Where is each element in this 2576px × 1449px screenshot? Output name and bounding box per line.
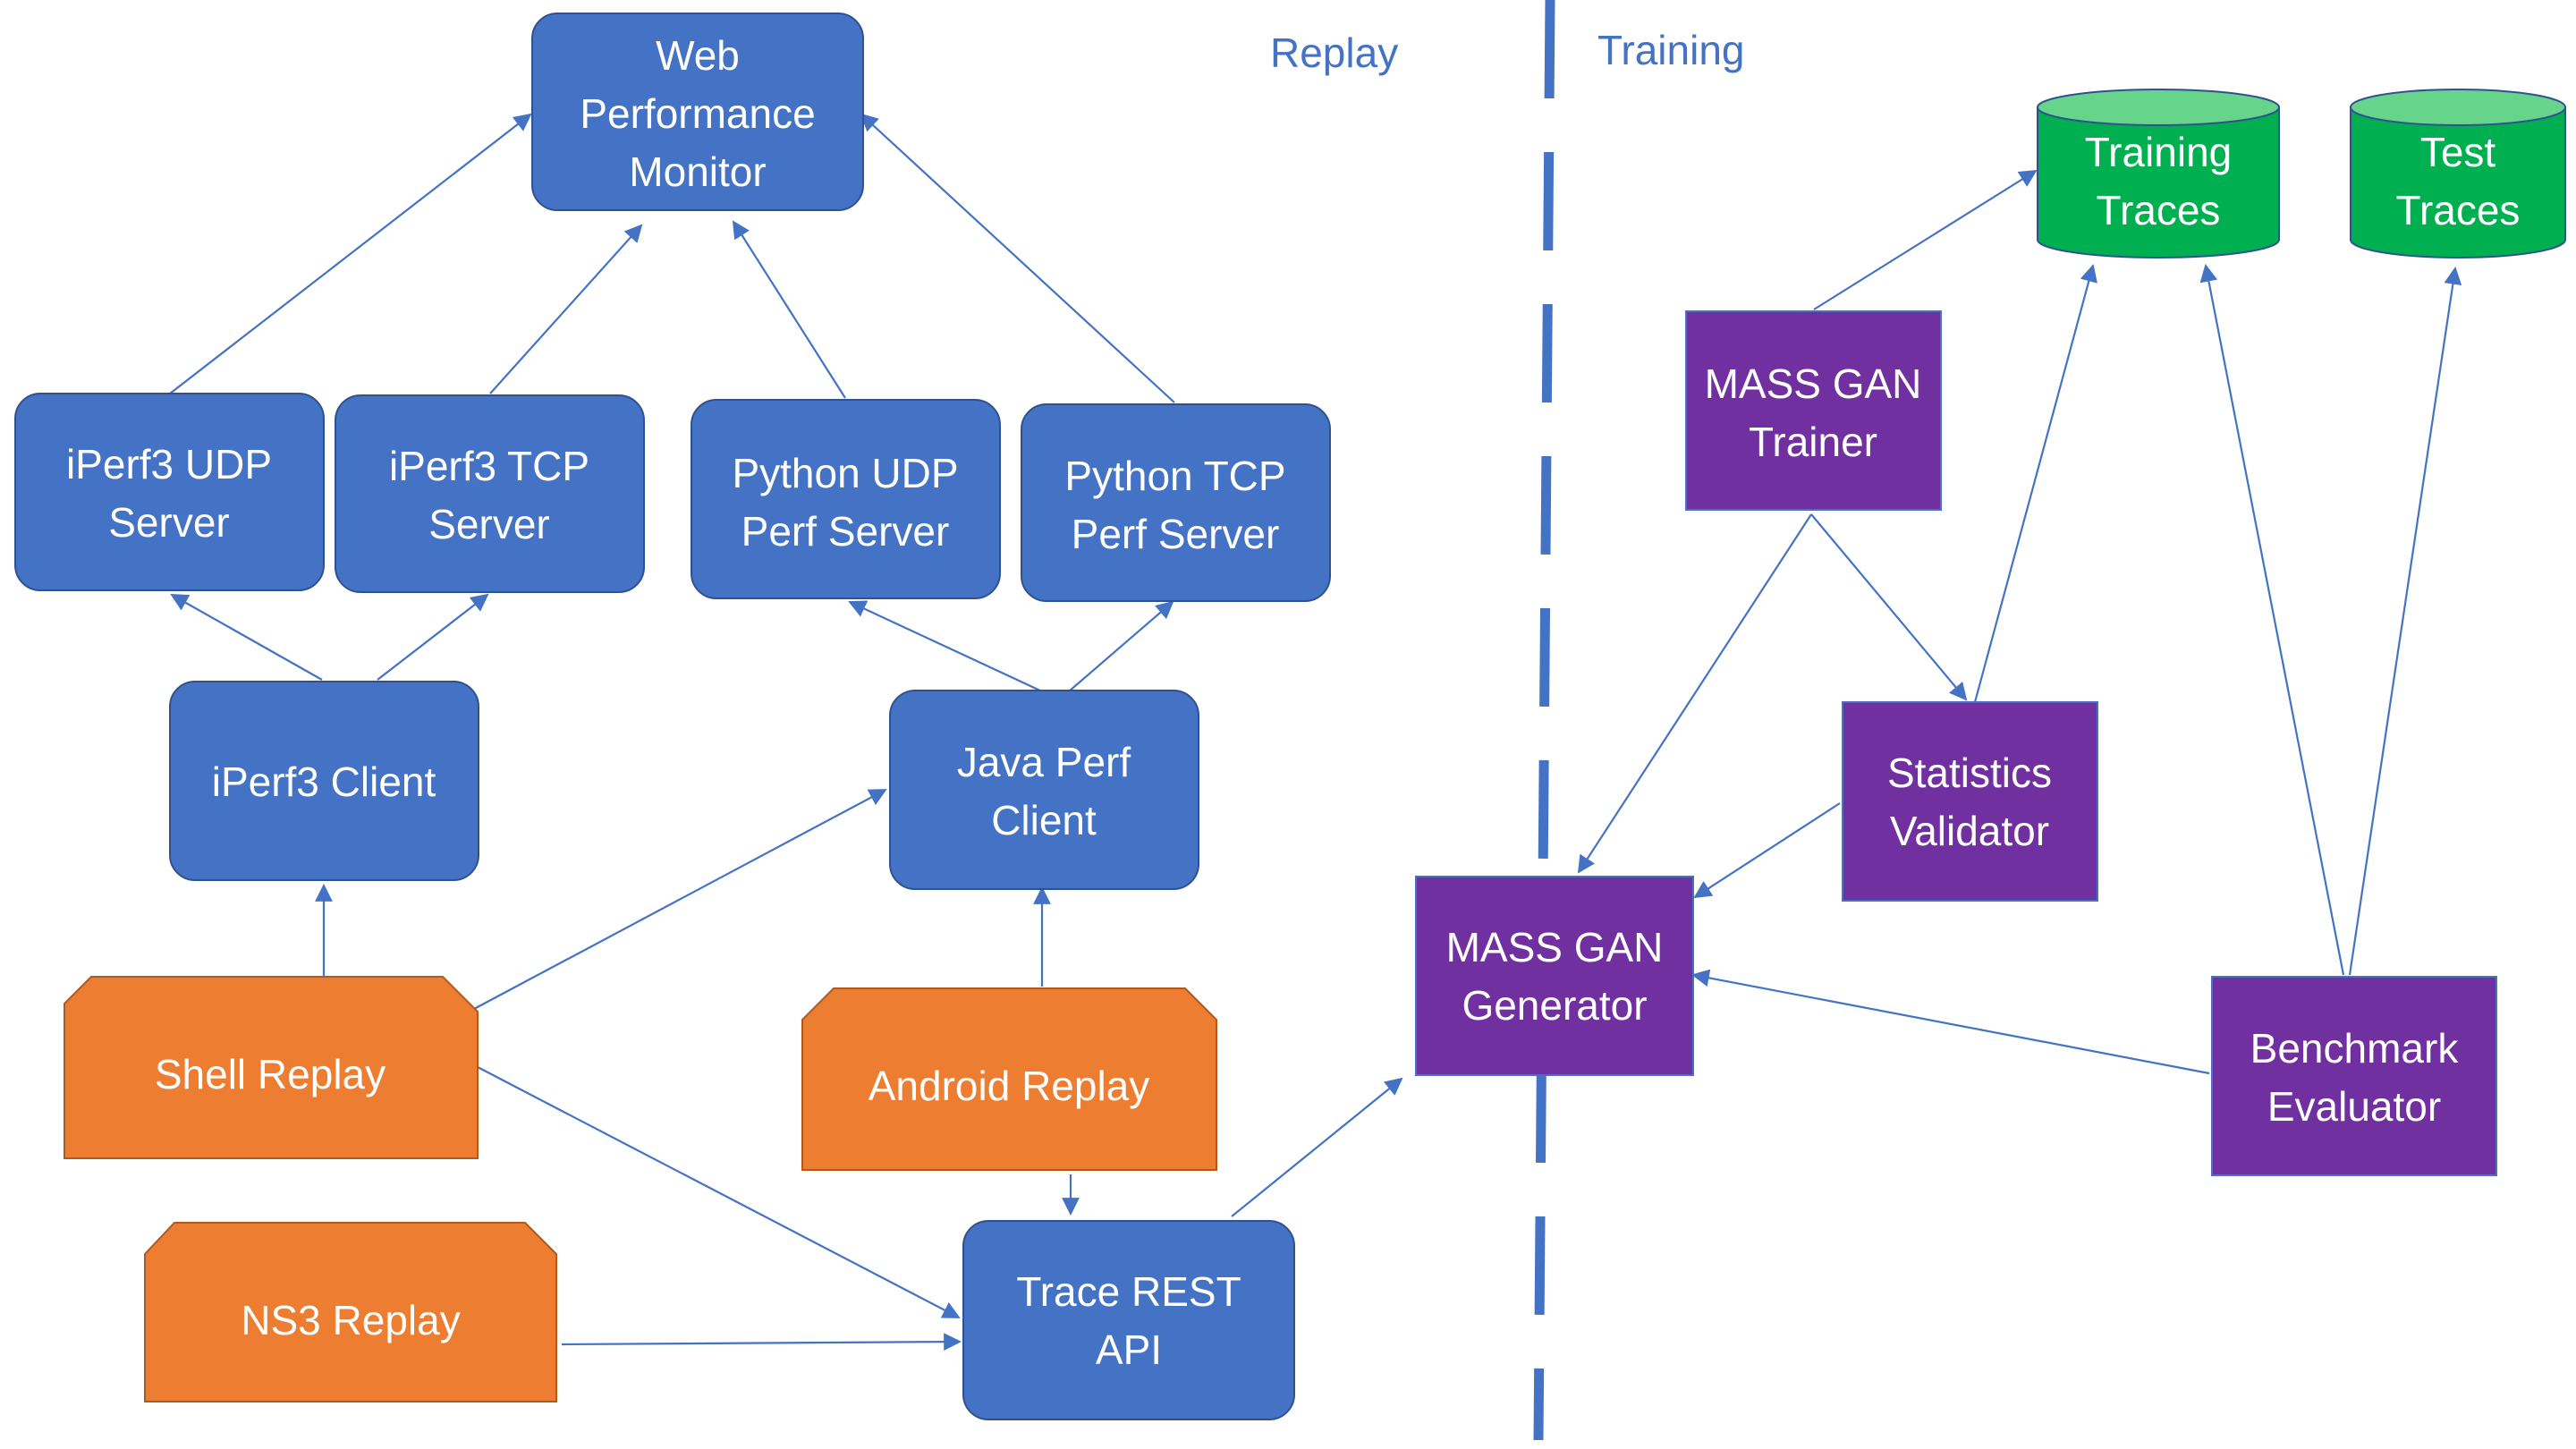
node-java-perf-client: Java Perf Client xyxy=(889,690,1199,890)
node-training-traces: Training Traces xyxy=(2037,89,2280,258)
edge-benchmark-to-training-traces xyxy=(2199,264,2345,976)
node-python-udp-server-line-2: Perf Server xyxy=(741,508,950,555)
node-test-traces-line-2: Traces xyxy=(2396,187,2521,233)
node-python-udp-server-line-1: Python UDP xyxy=(732,450,958,496)
section-replay-label: Replay xyxy=(1270,30,1398,76)
node-shell-replay: Shell Replay xyxy=(64,976,479,1159)
node-mass-gan-trainer-line-1: MASS GAN xyxy=(1705,360,1922,407)
section-divider xyxy=(1533,0,1555,1441)
node-training-traces-line-2: Traces xyxy=(2097,187,2221,233)
section-training-label: Training xyxy=(1597,27,1744,73)
node-mass-gan-generator-line-1: MASS GAN xyxy=(1446,924,1664,970)
node-iperf3-tcp-server: iPerf3 TCP Server xyxy=(335,394,645,593)
edge-trainer-to-generator xyxy=(1577,513,1812,874)
node-web-monitor: Web Performance Monitor xyxy=(531,13,864,211)
node-trace-rest-api: Trace REST API xyxy=(962,1220,1295,1420)
node-python-tcp-server-line-1: Python TCP xyxy=(1064,453,1285,499)
node-python-udp-server: Python UDP Perf Server xyxy=(691,399,1001,599)
node-trace-rest-api-line-1: Trace REST xyxy=(1016,1268,1241,1315)
edge-trace-api-to-generator xyxy=(1231,1077,1403,1217)
edge-benchmark-to-test-traces xyxy=(2348,267,2462,976)
edge-iperf3-client-to-udp xyxy=(170,594,323,681)
edge-validator-to-generator xyxy=(1693,802,1841,899)
node-benchmark-evaluator-line-2: Evaluator xyxy=(2267,1083,2441,1130)
node-java-perf-client-line-1: Java Perf xyxy=(957,739,1131,785)
edge-trainer-to-training-traces xyxy=(1813,169,2038,310)
node-statistics-validator-line-1: Statistics xyxy=(1887,750,2052,796)
edge-shell-to-java-client xyxy=(473,789,887,1010)
node-training-traces-line-1: Training xyxy=(2085,129,2232,175)
node-benchmark-evaluator-line-1: Benchmark xyxy=(2250,1025,2460,1072)
node-web-monitor-line-2: Performance xyxy=(580,90,815,137)
edge-shell-to-trace-api xyxy=(477,1066,961,1318)
edge-ns3-to-trace-api xyxy=(561,1333,962,1352)
node-mass-gan-generator: MASS GAN Generator xyxy=(1415,876,1694,1076)
node-android-replay-label: Android Replay xyxy=(869,1063,1150,1109)
node-test-traces: Test Traces xyxy=(2350,89,2566,258)
edges xyxy=(169,113,2462,1352)
edge-python-udp-to-monitor xyxy=(732,220,846,399)
node-iperf3-client-label: iPerf3 Client xyxy=(212,758,436,805)
node-web-monitor-line-3: Monitor xyxy=(629,148,766,195)
node-mass-gan-trainer: MASS GAN Trainer xyxy=(1685,310,1942,511)
node-iperf3-client: iPerf3 Client xyxy=(169,681,479,881)
node-iperf3-tcp-server-line-2: Server xyxy=(428,501,549,547)
edge-trainer-to-validator xyxy=(1810,513,1968,701)
node-statistics-validator: Statistics Validator xyxy=(1842,701,2098,902)
edge-java-client-to-python-udp xyxy=(848,600,1043,692)
node-python-tcp-server-line-2: Perf Server xyxy=(1072,511,1280,557)
node-java-perf-client-line-2: Client xyxy=(991,797,1097,843)
edge-iperf3-tcp-to-monitor xyxy=(489,224,643,394)
node-ns3-replay-label: NS3 Replay xyxy=(241,1297,460,1343)
node-mass-gan-generator-line-2: Generator xyxy=(1462,982,1647,1029)
node-benchmark-evaluator: Benchmark Evaluator xyxy=(2211,976,2497,1176)
node-iperf3-udp-server-line-1: iPerf3 UDP xyxy=(66,441,272,487)
node-iperf3-udp-server: iPerf3 UDP Server xyxy=(14,393,325,591)
edge-python-tcp-to-monitor xyxy=(860,113,1175,403)
node-ns3-replay: NS3 Replay xyxy=(144,1222,557,1402)
edge-java-client-to-python-tcp xyxy=(1068,600,1174,692)
node-web-monitor-line-1: Web xyxy=(656,32,740,79)
node-shell-replay-label: Shell Replay xyxy=(155,1051,386,1097)
node-iperf3-udp-server-line-2: Server xyxy=(108,499,229,546)
node-python-tcp-server: Python TCP Perf Server xyxy=(1021,403,1331,602)
edge-iperf3-client-to-tcp xyxy=(377,593,489,681)
edge-iperf3-udp-to-monitor xyxy=(169,113,532,394)
node-test-traces-line-1: Test xyxy=(2420,129,2496,175)
node-iperf3-tcp-server-line-1: iPerf3 TCP xyxy=(389,443,589,489)
node-mass-gan-trainer-line-2: Trainer xyxy=(1749,419,1877,465)
edge-validator-to-training-traces xyxy=(1973,264,2097,703)
node-statistics-validator-line-2: Validator xyxy=(1890,808,2049,854)
node-trace-rest-api-line-2: API xyxy=(1096,1326,1162,1373)
node-android-replay: Android Replay xyxy=(801,987,1217,1171)
edge-benchmark-to-generator xyxy=(1691,969,2210,1075)
